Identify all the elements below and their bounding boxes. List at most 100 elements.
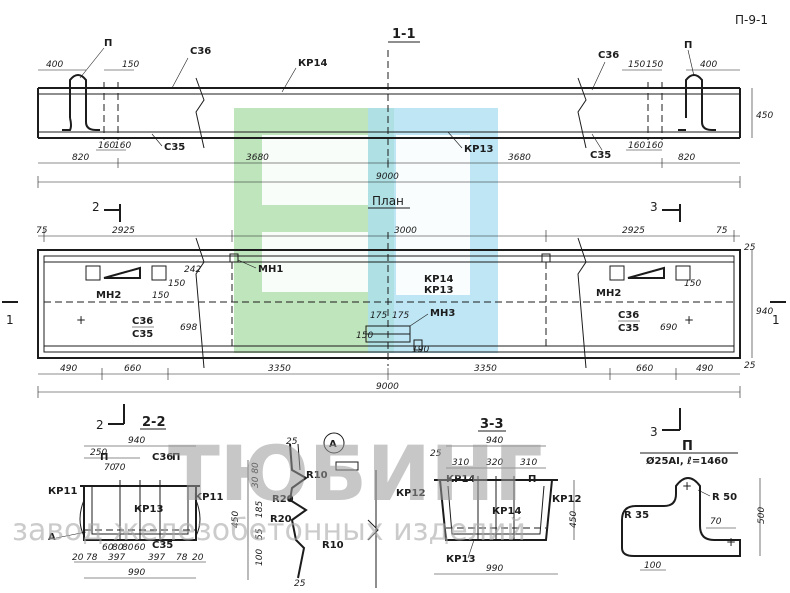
plan-dim-25-bottom: 25 <box>744 361 756 371</box>
plan-dim-150-a: 150 <box>168 279 185 289</box>
e-dim-820-right: 820 <box>678 153 695 163</box>
plan-view: План 2 3 1 1 + + <box>2 194 786 398</box>
plan-dim-75-right: 75 <box>716 226 728 236</box>
e-dim-3680-left: 3680 <box>246 153 269 163</box>
plan-dim-660-right: 660 <box>636 364 653 374</box>
part-p-cross-bottom: + <box>726 535 736 549</box>
s22-dim-990: 990 <box>128 568 145 578</box>
section-1-1-title: 1-1 <box>392 27 416 42</box>
part-p-dim-70: 70 <box>710 517 722 527</box>
s33-dim-450: 450 <box>569 511 579 528</box>
e-dim-150-right-1: 150 <box>628 60 645 70</box>
detail-a-label: А <box>329 439 337 450</box>
e-dim-3680-right: 3680 <box>508 153 531 163</box>
e-dim-150-left: 150 <box>122 60 139 70</box>
s33-label-kr13: КР13 <box>446 554 475 565</box>
part-p-title: П <box>682 439 693 454</box>
plan-dim-242: 242 <box>184 265 201 275</box>
e-label-c35-left: С35 <box>164 142 185 153</box>
s33-dim-310-a: 310 <box>452 458 469 468</box>
s22-label-p-right: П <box>172 452 180 463</box>
logo-white-cut-3 <box>396 135 470 295</box>
s22-label-a: А <box>48 532 56 543</box>
plan-dim-3350-right: 3350 <box>474 364 497 374</box>
s33-dim-940: 940 <box>486 436 503 446</box>
plan-marker-3: 3 <box>650 200 658 214</box>
plan-dim-490-left: 490 <box>60 364 77 374</box>
e-dim-820-left: 820 <box>72 153 89 163</box>
s22-dim-60-a: 60 <box>102 543 114 553</box>
s22-dim-80-a: 80 <box>112 543 124 553</box>
s22-label-c36: С36 <box>152 452 173 463</box>
logo-white-cut-1 <box>262 135 368 205</box>
part-p-spec: Ø25AI, ℓ=1460 <box>646 455 728 467</box>
e-dim-160-left-2: 160 <box>114 141 131 151</box>
plan-dim-25-top: 25 <box>744 243 756 253</box>
plan-label-mh2-left: МН2 <box>96 290 121 301</box>
s22-dim-78-a: 78 <box>86 553 98 563</box>
s33-label-kr14: КР14 <box>492 506 521 517</box>
s33-dim-320: 320 <box>486 458 503 468</box>
part-p-cross-top: + <box>682 479 692 493</box>
s22-dim-397-a: 397 <box>108 553 125 563</box>
s22-dim-940: 940 <box>128 436 145 446</box>
plan-dim-2925-left: 2925 <box>112 226 135 236</box>
s22-label-c35: С35 <box>152 540 173 551</box>
s22-dim-397-b: 397 <box>148 553 165 563</box>
plan-dim-2925-right: 2925 <box>622 226 645 236</box>
s22-dim-70-a: 70 <box>104 463 116 473</box>
s22-dim-70-b: 70 <box>114 463 126 473</box>
e-label-kr14: КР14 <box>298 58 327 69</box>
s22-dim-20-b: 20 <box>192 553 204 563</box>
e-dim-160-right-1: 160 <box>628 141 645 151</box>
s33-label-kr12-left: КР12 <box>396 488 425 499</box>
detail-a-dim-3080: 30 80 <box>251 462 261 488</box>
plan-dim-490-right: 490 <box>696 364 713 374</box>
plan-dim-190: 190 <box>412 345 429 355</box>
plan-label-kr14: КР14 <box>424 274 453 285</box>
s22-label-kr13: КР13 <box>134 504 163 515</box>
s33-title: 3-3 <box>480 417 504 432</box>
plan-label-mh3: МН3 <box>430 308 455 319</box>
s22-label-kr11-left: КР11 <box>48 486 77 497</box>
s22-dim-80-b: 80 <box>122 543 134 553</box>
detail-a-r20-top: R20 <box>272 494 294 505</box>
detail-a-r10-bottom: R10 <box>322 540 344 551</box>
s22-dim-20-a: 20 <box>72 553 84 563</box>
s33-label-p: П <box>528 474 536 485</box>
part-p: П Ø25AI, ℓ=1460 R 50 R 35 + + 70 100 500 <box>621 439 767 571</box>
logo-watermark <box>234 108 498 353</box>
part-p-dim-500: 500 <box>757 507 767 524</box>
e-label-p-right: П <box>684 40 692 51</box>
plan-label-c35-right: С35 <box>618 323 639 334</box>
s22-label-kr11-right: КР11 <box>194 492 223 503</box>
e-label-c36-left: С36 <box>190 46 211 57</box>
plan-dim-150-m: 150 <box>356 331 373 341</box>
plan-label-c36-left: С36 <box>132 316 153 327</box>
e-label-kr13: КР13 <box>464 144 493 155</box>
plan-cross-right: + <box>684 313 694 327</box>
s22-dim-78-b: 78 <box>176 553 188 563</box>
detail-a-r10-top: R10 <box>306 470 328 481</box>
text-watermark: ТЮБИНГ завод железобетонных изделий <box>12 429 543 548</box>
part-p-r35: R 35 <box>624 510 649 521</box>
s33-dim-25: 25 <box>430 449 442 459</box>
plan-label-c35-left: С35 <box>132 329 153 340</box>
s33-label-kr14-top: КР14 <box>446 474 475 485</box>
part-p-r50: R 50 <box>712 492 737 503</box>
detail-a-dim-100: 100 <box>255 549 265 566</box>
plan-title: План <box>372 194 404 208</box>
e-label-c36-right: С36 <box>598 50 619 61</box>
plan-dim-698: 698 <box>180 323 197 333</box>
part-p-dim-100: 100 <box>644 561 661 571</box>
e-dim-400-right: 400 <box>700 60 717 70</box>
plan-marker-1-left: 1 <box>6 313 14 327</box>
section-1-1: 1-1 П С36 КР14 С36 П С35 <box>37 27 773 188</box>
plan-dim-3000: 3000 <box>394 226 417 236</box>
plan-label-kr13: КР13 <box>424 285 453 296</box>
plan-dim-175-a: 175 <box>370 311 387 321</box>
e-dim-9000: 9000 <box>376 172 399 182</box>
plan-dim-150-b: 150 <box>152 291 169 301</box>
watermark-big: ТЮБИНГ <box>168 429 543 518</box>
